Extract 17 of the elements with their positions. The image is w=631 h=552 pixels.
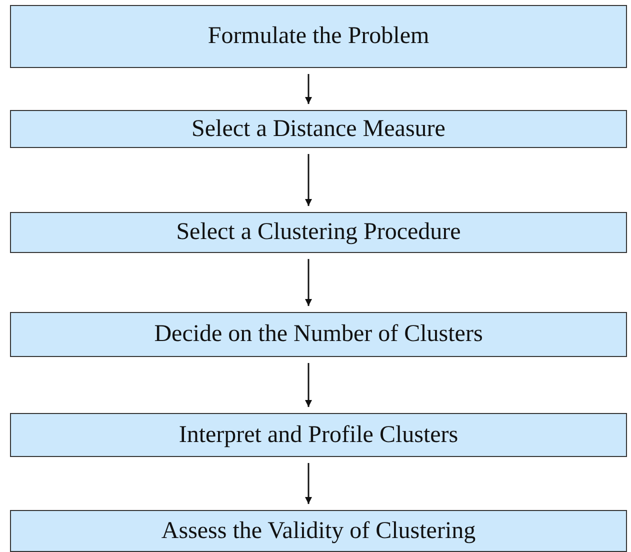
step-label: Assess the Validity of Clustering (161, 518, 476, 544)
process-box (10, 413, 627, 457)
step-label: Select a Distance Measure (192, 116, 446, 142)
arrow (305, 363, 312, 407)
process-box (10, 212, 627, 253)
arrow (305, 463, 312, 504)
arrow (305, 74, 312, 104)
process-box (10, 510, 627, 552)
step-label: Select a Clustering Procedure (176, 219, 461, 246)
step-label: Formulate the Problem (208, 23, 430, 50)
process-box (10, 5, 627, 68)
step-label: Decide on the Number of Clusters (154, 321, 483, 348)
step-label: Interpret and Profile Clusters (178, 422, 458, 448)
arrow (305, 154, 312, 206)
arrow (305, 259, 312, 306)
process-box (10, 110, 627, 148)
process-box (10, 312, 627, 357)
